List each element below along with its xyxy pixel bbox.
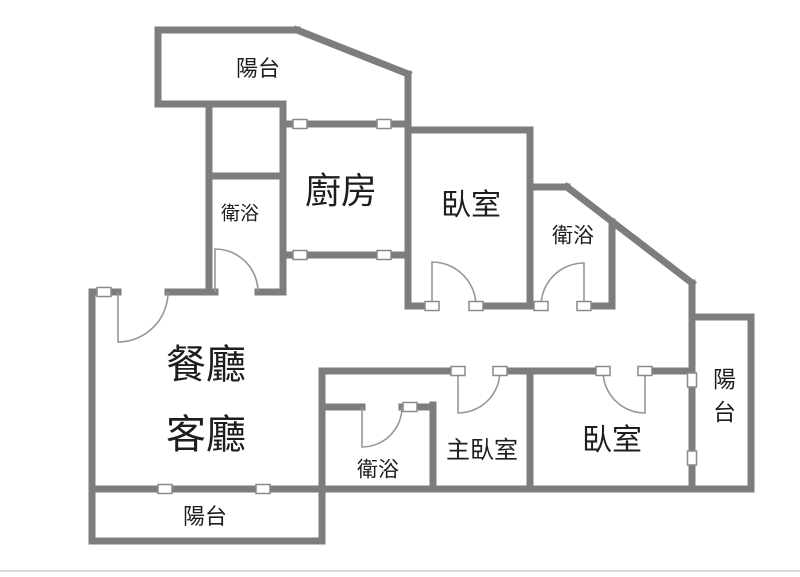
door-jamb-marker [450,365,466,377]
door-arcs-group [117,248,646,448]
room-label-bedroom-top: 臥室 [441,189,501,222]
door-jamb-marker [533,300,549,312]
window-marker [96,286,112,298]
walls-group [88,25,755,545]
room-label-bathroom-top-left: 衛浴 [220,203,260,225]
door-jamb-marker [402,401,418,413]
room-label-bedroom-bottom-right: 臥室 [582,424,642,457]
window-marker [292,249,308,261]
room-label-balcony-right: 陽台 [709,367,736,433]
door-bath-top-right [540,262,585,307]
door-master-bedroom [457,370,501,414]
door-entry [117,291,169,343]
room-label-balcony-bottom: 陽台 [182,504,228,529]
door-jamb-marker [637,365,653,377]
window-marker [376,249,392,261]
window-marker [157,483,173,495]
room-label-bathroom-top-right: 衛浴 [552,224,594,248]
room-label-master-bedroom: 主臥室 [446,437,518,464]
room-label-balcony-top: 陽台 [235,56,281,81]
room-label-bathroom-bottom: 衛浴 [357,458,399,482]
window-marker [292,118,308,130]
window-marker [376,118,392,130]
wall-balcony-diagonal [292,25,413,79]
room-label-living-room: 客廳 [166,413,246,457]
room-label-dining-room: 餐廳 [166,343,246,387]
door-jamb-marker [492,365,508,377]
window-markers-group [96,118,698,495]
door-jamb-marker [424,300,440,312]
window-marker [255,483,271,495]
door-bath-bottom [361,406,403,448]
room-label-kitchen: 廚房 [304,170,378,211]
door-jamb-marker [576,300,592,312]
wall-ne-diagonal [562,182,697,288]
window-marker [686,450,698,466]
bottom-edge-line [0,570,800,572]
door-jamb-marker [468,300,484,312]
door-jamb-marker [595,365,611,377]
door-bedroom-top [431,261,477,307]
door-bedroom-right [602,370,646,414]
window-marker [686,372,698,388]
door-bath-top-left [214,248,259,293]
